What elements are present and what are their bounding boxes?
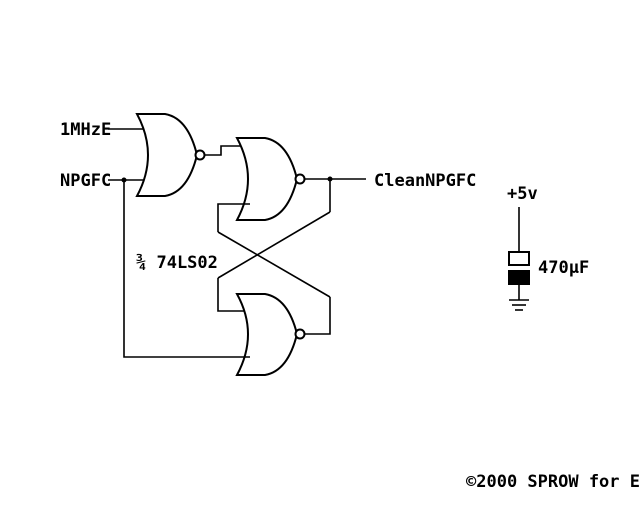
wire-npgfc-to-gate3 xyxy=(123,180,250,358)
capacitor-label: 470µF xyxy=(538,258,589,278)
input-label-1mhze: 1MHzE xyxy=(60,120,111,140)
chip-label: ¾ 74LS02 xyxy=(136,253,218,273)
inverter-bubble-2 xyxy=(294,173,306,185)
nor-gate-1 xyxy=(135,113,206,197)
wire-gate1-to-gate2 xyxy=(205,145,250,156)
credit-text: ©2000 SPROW for EUG xyxy=(466,472,640,492)
wire-gate3-output-return xyxy=(305,297,331,335)
wire-gate3-upper-input xyxy=(217,278,250,312)
nor-gate-2 xyxy=(235,137,306,221)
inverter-bubble-1 xyxy=(194,149,206,161)
input-label-npgfc: NPGFC xyxy=(60,171,111,191)
wire-gate2-lower-input xyxy=(217,203,250,232)
inverter-bubble-3 xyxy=(294,328,306,340)
capacitor-symbol xyxy=(508,251,530,285)
nor-gate-3 xyxy=(235,293,306,376)
wire-cross-a xyxy=(217,231,331,298)
output-label: CleanNPGFC xyxy=(374,171,476,191)
wire-cross-b xyxy=(217,211,331,279)
ground-icon xyxy=(509,299,529,311)
supply-label: +5v xyxy=(507,184,538,204)
